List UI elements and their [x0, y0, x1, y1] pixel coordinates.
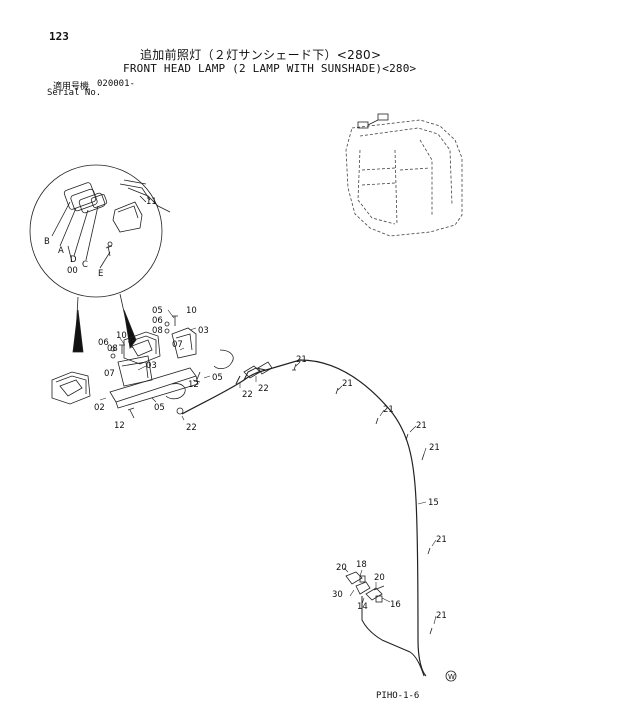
detail-circle	[29, 164, 163, 298]
callout-05-right: 05	[212, 373, 223, 383]
page-number: 123	[49, 30, 69, 43]
detail-label-c: C	[82, 260, 88, 270]
callout-20-left: 20	[336, 563, 347, 573]
switch-connector-assembly	[345, 571, 385, 603]
serial-number-value: 020001-	[97, 79, 135, 89]
callout-21-c: 21	[383, 405, 394, 415]
callout-03-upper: 03	[198, 326, 209, 336]
footer-mark: W	[448, 673, 455, 681]
detail-label-00: 00	[67, 266, 78, 276]
callout-06-upper: 06	[152, 316, 163, 326]
page-title-japanese: 追加前照灯（２灯サンシェード下）<280>	[140, 48, 382, 62]
cab-outline	[345, 119, 463, 237]
callout-30: 30	[332, 590, 343, 600]
cab-mount-brackets	[357, 113, 389, 129]
page-title-english: FRONT HEAD LAMP (2 LAMP WITH SUNSHADE)<2…	[123, 62, 417, 75]
detail-label-a: A	[58, 246, 64, 256]
callout-leaders	[99, 309, 437, 625]
harness-clamp-markers	[292, 363, 433, 635]
callout-16: 16	[390, 600, 401, 610]
detail-lamp-exploded	[51, 179, 171, 269]
callout-06-lower: 06	[98, 338, 109, 348]
callout-15: 15	[428, 498, 439, 508]
hardware-cluster	[110, 315, 201, 419]
footer-page-code: PIHO-1-6	[376, 691, 420, 701]
serial-label-english: Serial No.	[47, 88, 102, 98]
callout-08-lower: 08	[107, 344, 118, 354]
harness-clips	[165, 349, 234, 400]
callout-21-g: 21	[436, 611, 447, 621]
callout-10-lower: 10	[116, 331, 127, 341]
serial-label-japanese: 適用号機	[53, 82, 90, 92]
footer-mark-circle	[445, 670, 457, 682]
callout-08-upper: 08	[152, 326, 163, 336]
detail-label-b: B	[44, 237, 50, 247]
detail-label-e: E	[98, 269, 103, 279]
wire-harness-lower	[361, 596, 425, 677]
callout-21-a: 21	[296, 355, 307, 365]
callout-12-lower: 12	[114, 421, 125, 431]
lamp-bracket-lower	[117, 355, 153, 387]
callout-21-b: 21	[342, 379, 353, 389]
callout-18: 18	[356, 560, 367, 570]
callout-21-e: 21	[429, 443, 440, 453]
callout-07-lower: 07	[104, 369, 115, 379]
callout-21-d: 21	[416, 421, 427, 431]
callout-22-left: 22	[242, 390, 253, 400]
callout-07-upper: 07	[172, 340, 183, 350]
lamp-bracket-upper	[171, 327, 197, 359]
callout-05-bottom: 05	[154, 403, 165, 413]
lamp-assembly-right	[123, 331, 161, 365]
callout-20-right: 20	[374, 573, 385, 583]
detail-label-d: D	[70, 255, 77, 265]
callout-21-f: 21	[436, 535, 447, 545]
callout-22-right: 22	[258, 384, 269, 394]
callout-10-upper: 10	[186, 306, 197, 316]
callout-12-upper: 12	[188, 380, 199, 390]
callout-05-upper: 05	[152, 306, 163, 316]
wire-harness-branch	[235, 367, 267, 385]
detail-label-11: 11	[146, 197, 157, 207]
callout-22-bottom: 22	[186, 423, 197, 433]
lamp-assembly-left	[51, 371, 91, 405]
harness-connectors	[243, 361, 273, 379]
callout-03-lower: 03	[146, 361, 157, 371]
callout-14: 14	[357, 602, 368, 612]
callout-02: 02	[94, 403, 105, 413]
